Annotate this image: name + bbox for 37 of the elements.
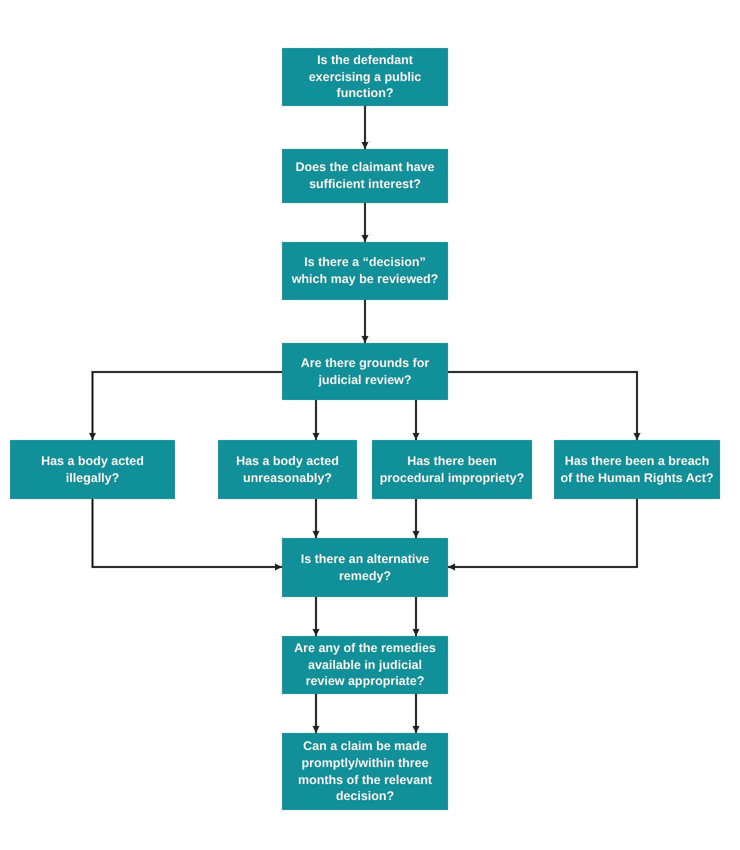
process-box [218,440,357,499]
question-text: Has there been a breach of the Human Rights Act? [560,452,714,486]
arrow [412,499,420,538]
question-text: Are any of the remedies available in judicial review appropriate? [293,640,437,690]
question-text: Has a body acted unreasonably? [235,452,340,486]
arrow [412,400,420,440]
question-text: Does the claimant have sufficient interest? [294,159,436,193]
process-box [282,636,448,694]
process-box [282,149,448,203]
arrow [362,300,368,343]
question-text: Is there an alternative remedy? [300,550,430,584]
arrow [448,499,638,570]
process-box [282,733,448,810]
question-text: Has a body acted illegally? [40,452,145,486]
question-text: Is there a “decision” which may be reviewed? [290,254,440,288]
process-box [282,242,448,300]
arrow [412,597,420,636]
arrow [412,694,420,733]
arrow [448,371,640,440]
arrow [312,499,320,538]
question-text: Is the defendant exercising a public function? [308,52,422,102]
question-text: Are there grounds for judicial review? [300,354,430,388]
arrow [312,694,320,733]
process-box [372,440,532,499]
arrow [92,499,282,570]
process-box [10,440,175,499]
question-text: Can a claim be made promptly/within three months of the relevant decision? [296,738,434,806]
process-box [282,538,448,597]
question-text: Has there been procedural impropriety? [378,452,526,486]
arrow [89,371,282,440]
arrow [312,597,320,636]
arrow [362,203,368,242]
process-box [282,343,448,400]
arrow [312,400,320,440]
arrow [362,106,368,149]
process-box [554,440,720,499]
process-box [282,48,448,106]
